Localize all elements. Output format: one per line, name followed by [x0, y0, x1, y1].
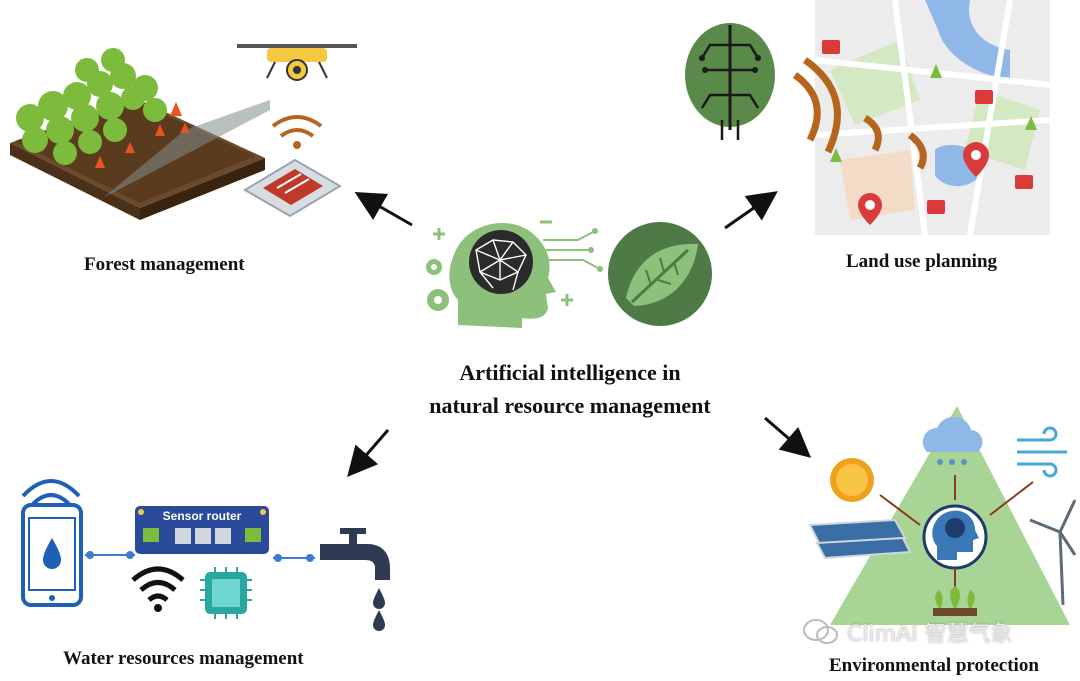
wechat-icon	[803, 619, 838, 644]
smartphone-icon	[21, 503, 83, 607]
water-tap-icon	[320, 528, 390, 631]
tablet-icon	[243, 158, 342, 218]
sensor-router-label: Sensor router	[163, 509, 242, 523]
wifi-icon	[21, 479, 81, 506]
brain-circuit-icon	[685, 23, 775, 140]
arrow-to-forest	[354, 192, 413, 227]
rain-cloud-icon	[922, 416, 983, 465]
sun-icon	[830, 458, 874, 502]
land-map-illustration	[685, 0, 1051, 236]
wifi-signal-icon	[131, 566, 185, 602]
drone-icon	[237, 44, 357, 81]
watermark-text: ClimAI 智慧气象	[847, 622, 1013, 647]
leaf-globe-icon	[608, 222, 712, 326]
arrow-to-water	[347, 429, 390, 478]
land-use-planning-label: Land use planning	[846, 251, 998, 272]
central-title-line2: natural resource management	[429, 393, 711, 418]
water-illustration: Sensor router	[21, 479, 390, 631]
map-pin-icon	[858, 142, 989, 225]
wind-icon	[1017, 426, 1067, 478]
central-title-line1: Artificial intelligence in	[459, 360, 681, 385]
ai-head-circle-icon	[922, 504, 988, 570]
sensor-router-icon: Sensor router	[135, 506, 269, 554]
wifi-icon	[271, 115, 323, 138]
environment-illustration	[808, 406, 1077, 625]
wind-turbine-icon	[1029, 499, 1077, 606]
environmental-protection-label: Environmental protection	[829, 655, 1039, 676]
solar-panel-icon	[808, 518, 912, 560]
arrow-to-environment	[764, 416, 812, 458]
signal-waves-icon	[792, 57, 927, 170]
water-resources-management-label: Water resources management	[63, 648, 304, 669]
seedling-icon	[933, 586, 977, 616]
microchip-icon	[200, 567, 252, 619]
central-title: Artificial intelligence in natural resou…	[360, 356, 780, 422]
arrow-to-land	[724, 191, 778, 230]
ai-head-icon	[426, 220, 603, 328]
forest-management-label: Forest management	[84, 254, 245, 275]
watermark: ClimAI 智慧气象	[803, 616, 1013, 648]
forest-illustration	[10, 44, 357, 220]
